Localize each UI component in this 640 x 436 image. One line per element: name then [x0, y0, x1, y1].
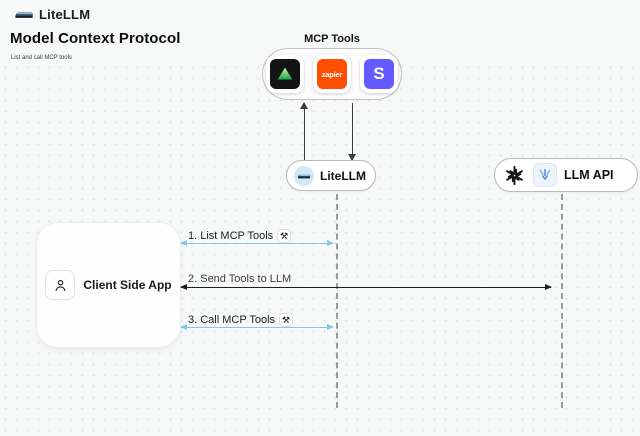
person-icon: [45, 270, 76, 300]
flow-3-label: 3. Call MCP Tools ⚒: [188, 313, 294, 327]
client-side-app-label: Client Side App: [83, 278, 172, 292]
zapier-wordmark: zapier: [321, 69, 343, 79]
llm-api-lifeline: [561, 194, 563, 408]
openai-icon: [503, 164, 526, 187]
mcp-tools-node[interactable]: zapier S: [262, 48, 402, 100]
zapier-tool-card[interactable]: zapier: [313, 55, 351, 93]
arrow-litellm-to-mcp: [300, 102, 309, 160]
tools-chip-icon: ⚒: [279, 313, 294, 327]
litellm-lifeline: [336, 194, 338, 408]
flow-2-label: 2. Send Tools to LLM: [188, 273, 291, 285]
flow-1-text: 1. List MCP Tools: [188, 230, 274, 242]
client-side-app-node[interactable]: Client Side App: [36, 222, 181, 348]
green-triangle-tool-icon: [270, 59, 300, 89]
flow-2-text: 2. Send Tools to LLM: [188, 273, 292, 285]
llm-api-node[interactable]: LLM API: [494, 158, 638, 192]
stripe-tool-card[interactable]: S: [360, 55, 398, 93]
arrow-mcp-to-litellm: [348, 103, 357, 161]
flow-1-label: 1. List MCP Tools ⚒: [188, 229, 292, 243]
litellm-logo-icon: [15, 12, 33, 18]
flow-1-arrow: [180, 239, 334, 246]
litellm-node[interactable]: LiteLLM: [286, 160, 376, 191]
brand-label: LiteLLM: [39, 7, 91, 22]
mcp-tools-label: MCP Tools: [304, 33, 360, 45]
page-subtitle: List and call MCP tools: [11, 55, 72, 61]
litellm-train-icon: [294, 165, 314, 186]
zapier-icon: zapier: [317, 59, 347, 89]
flow-3-arrow: [180, 323, 334, 330]
litellm-node-label: LiteLLM: [320, 168, 366, 183]
tools-chip-icon: ⚒: [277, 229, 292, 243]
brand: LiteLLM: [14, 7, 90, 22]
green-triangle-tool-card[interactable]: [266, 55, 304, 93]
llm-provider-icon: [533, 163, 557, 187]
flow-3-text: 3. Call MCP Tools: [188, 314, 276, 326]
page-title: Model Context Protocol: [10, 30, 181, 47]
llm-api-node-label: LLM API: [564, 168, 614, 182]
flow-2-arrow: [180, 283, 552, 290]
stripe-letter: S: [373, 64, 385, 83]
stripe-icon: S: [364, 59, 394, 89]
